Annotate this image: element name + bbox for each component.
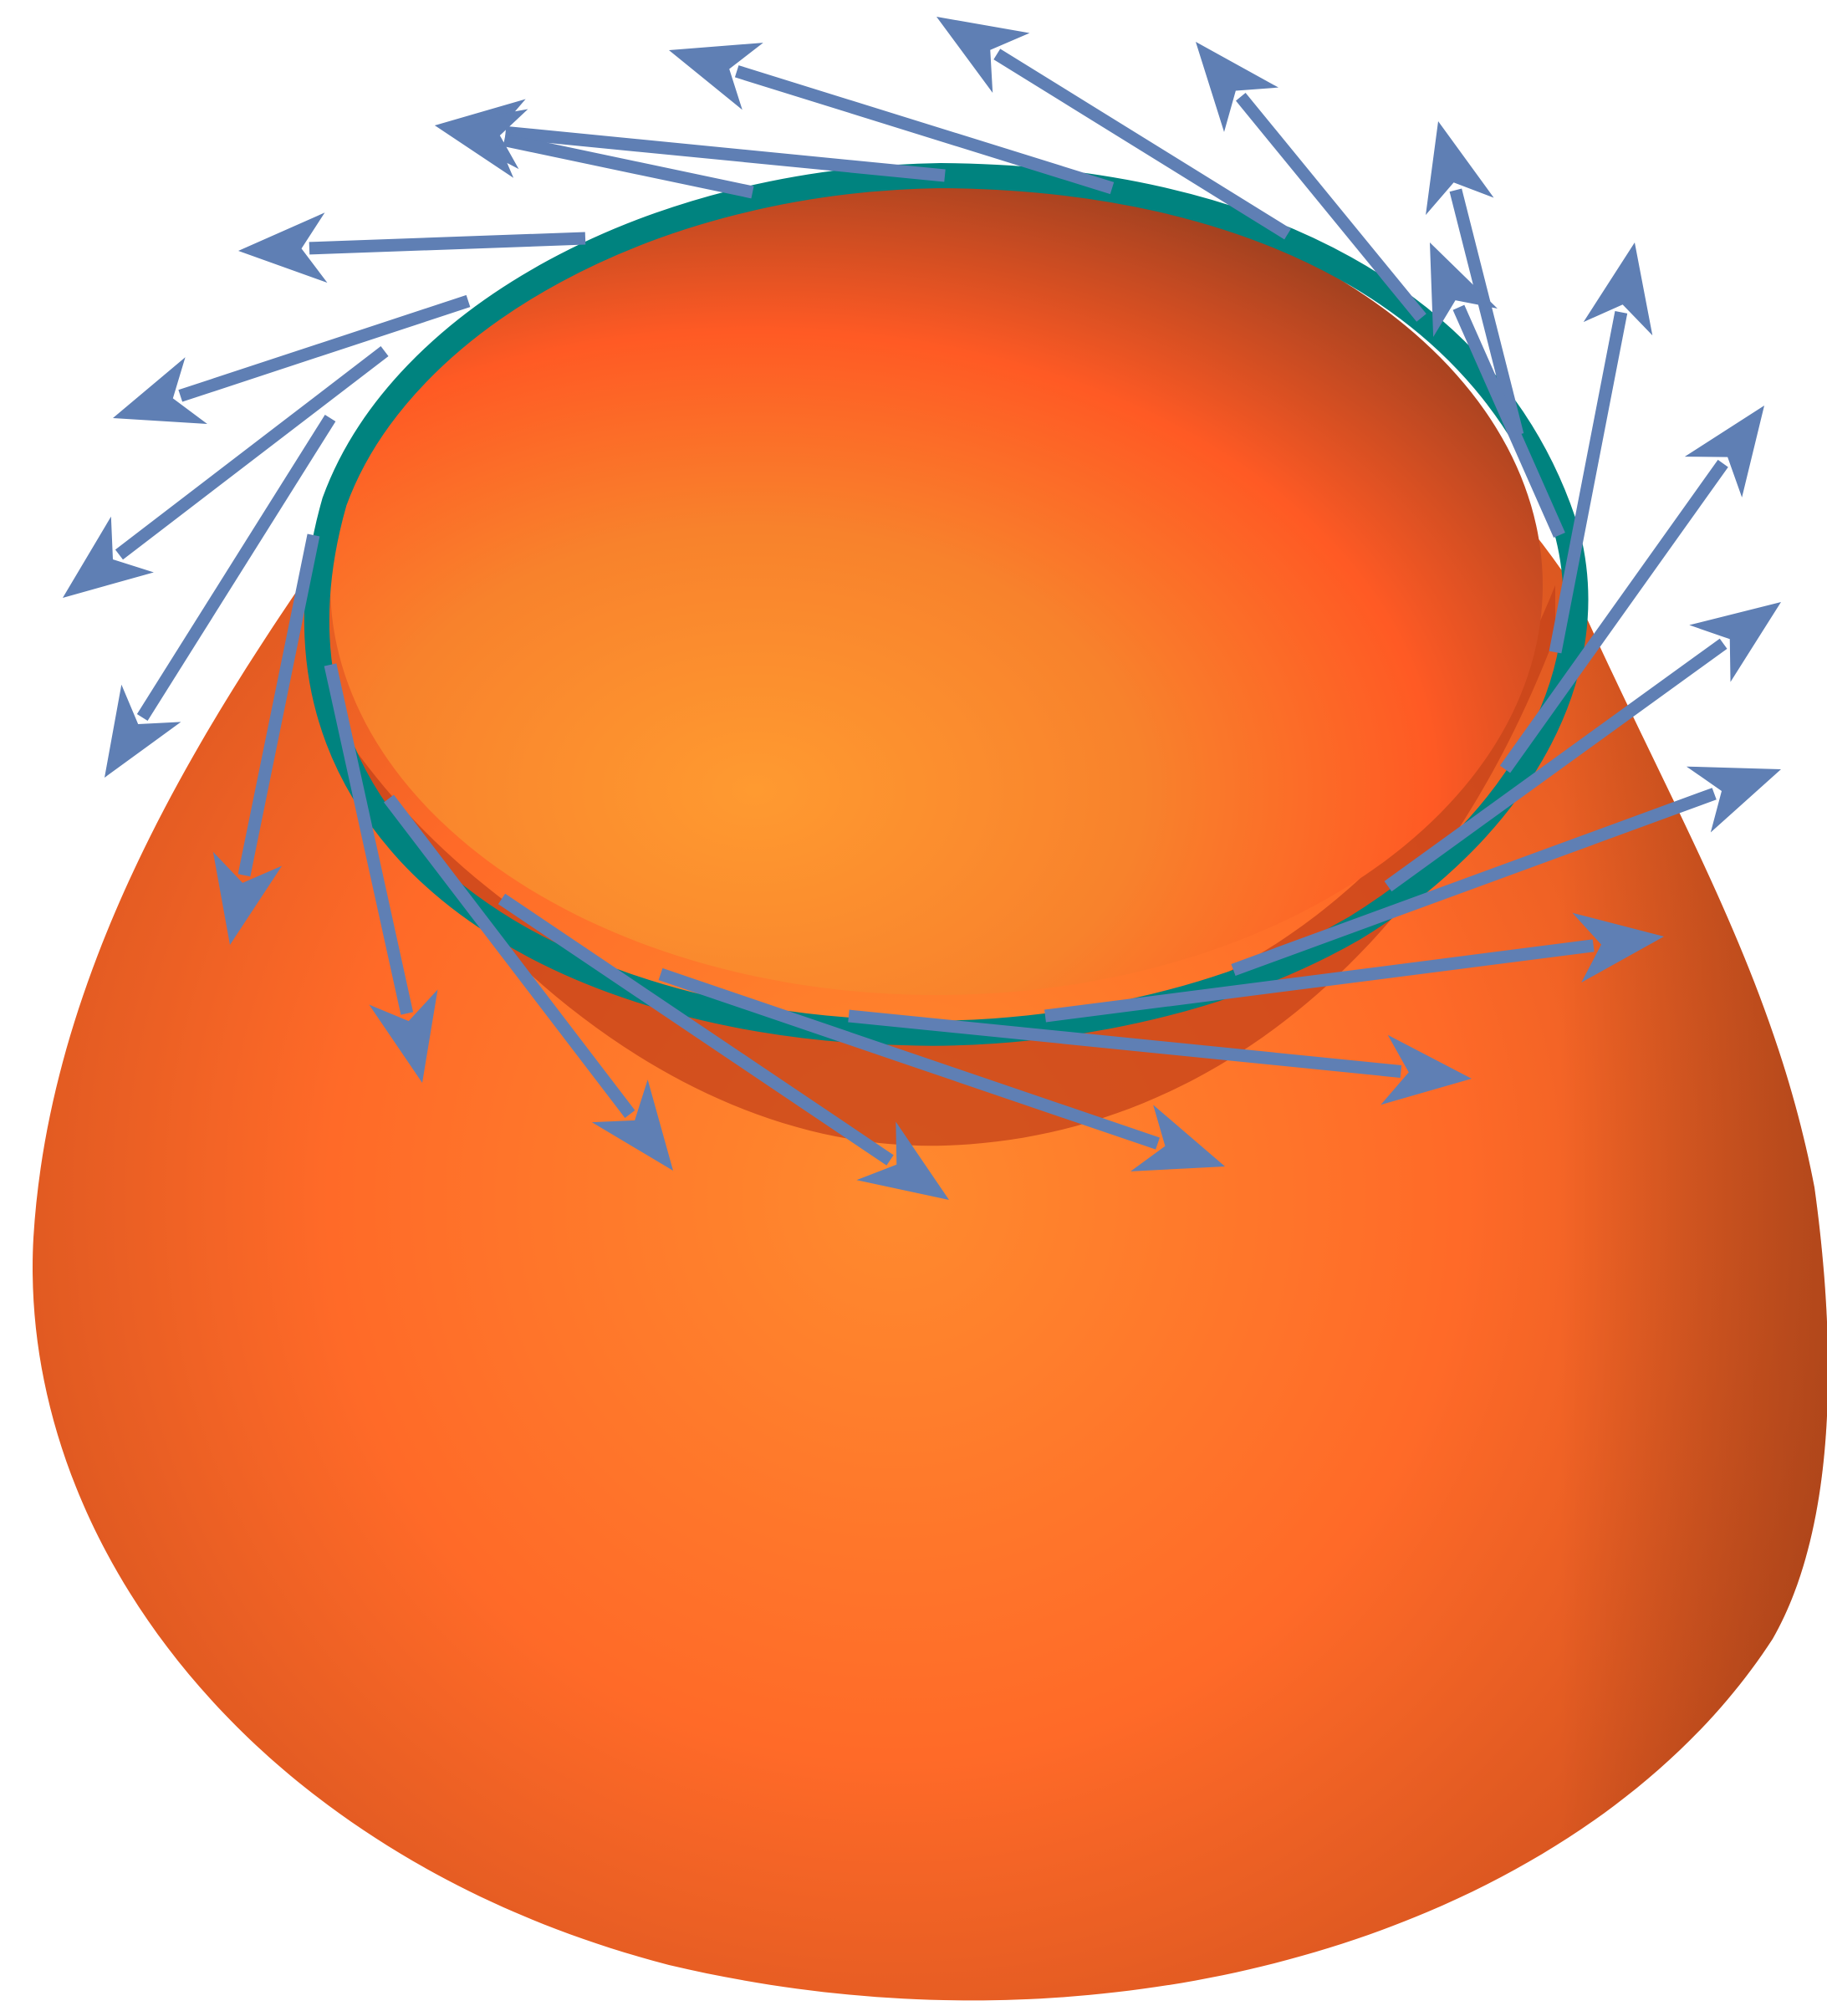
arrow-head [63,517,154,598]
arrow-shaft [309,238,585,248]
arrow-head [1685,406,1764,498]
arrow-head [1689,602,1781,682]
arrow-head [936,17,1029,93]
arrow-head [105,685,181,778]
